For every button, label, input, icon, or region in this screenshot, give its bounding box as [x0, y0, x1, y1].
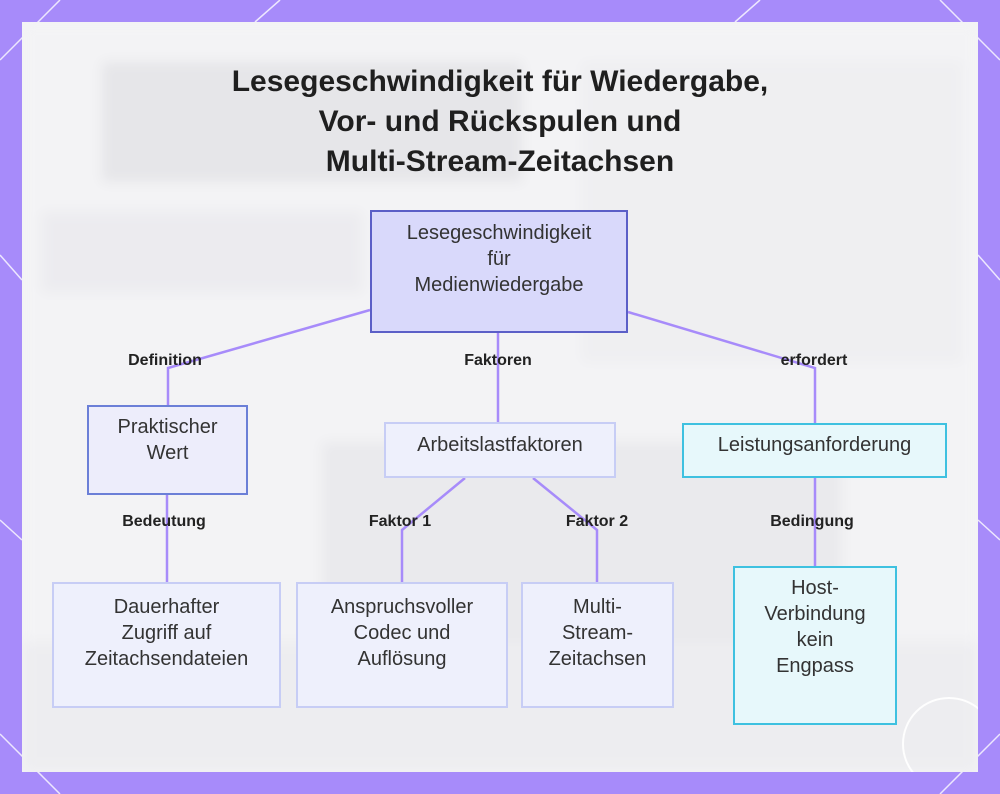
node-label: für [487, 248, 511, 270]
performance-requirement-node: Leistungsanforderung [682, 423, 947, 478]
node-label: Leistungsanforderung [717, 434, 912, 456]
edge-label-factor1: Faktor 1 [368, 513, 432, 530]
edge-label-requires: erfordert [780, 352, 848, 369]
node-label: Praktischer [117, 416, 218, 438]
node-label: Host- [791, 577, 839, 599]
edge-factor1 [400, 477, 466, 582]
edge-label-meaning: Bedeutung [122, 513, 206, 530]
node-label: Arbeitslastfaktoren [417, 434, 583, 456]
diagram-title: Lesegeschwindigkeit für Wiedergabe, Vor-… [150, 62, 850, 182]
node-label: kein [796, 629, 834, 651]
node-label: Wert [146, 442, 189, 464]
node-label: Lesegeschwindigkeit [406, 222, 592, 244]
node-label: Codec und [353, 622, 451, 644]
edge-requires [627, 310, 817, 423]
film-badge-icon [902, 697, 978, 772]
workload-factors-node: Arbeitslastfaktoren [384, 422, 616, 478]
node-label: Verbindung [764, 603, 866, 625]
multistream-node: Multi- Stream- Zeitachsen [521, 582, 674, 708]
node-label: Stream- [561, 622, 634, 644]
practical-value-node: Praktischer Wert [87, 405, 248, 495]
title-line: Lesegeschwindigkeit für Wiedergabe, [231, 65, 769, 98]
title-line: Vor- und Rückspulen und [318, 105, 682, 138]
edge-label-condition: Bedingung [770, 513, 854, 530]
edge-label-definition: Definition [128, 352, 202, 369]
node-label: Dauerhafter [113, 596, 220, 618]
node-label: Medienwiedergabe [414, 274, 584, 296]
edge-factor2 [532, 477, 599, 582]
node-label: Multi- [573, 596, 622, 618]
edge-label-factor2: Faktor 2 [565, 513, 629, 530]
node-label: Zugriff auf [121, 622, 212, 644]
edge-label-factors: Faktoren [464, 352, 532, 369]
host-connection-node: Host- Verbindung kein Engpass [733, 566, 897, 725]
node-label: Zeitachsen [548, 648, 647, 670]
node-label: Engpass [776, 655, 854, 677]
timeline-access-node: Dauerhafter Zugriff auf Zeitachsendateie… [52, 582, 281, 708]
node-label: Anspruchsvoller [330, 596, 474, 618]
codec-node: Anspruchsvoller Codec und Auflösung [296, 582, 508, 708]
node-label: Zeitachsendateien [84, 648, 249, 670]
root-node: Lesegeschwindigkeit für Medienwiedergabe [370, 210, 628, 333]
edge-definition [166, 308, 371, 405]
title-line: Multi-Stream-Zeitachsen [325, 145, 675, 178]
node-label: Auflösung [357, 648, 447, 670]
